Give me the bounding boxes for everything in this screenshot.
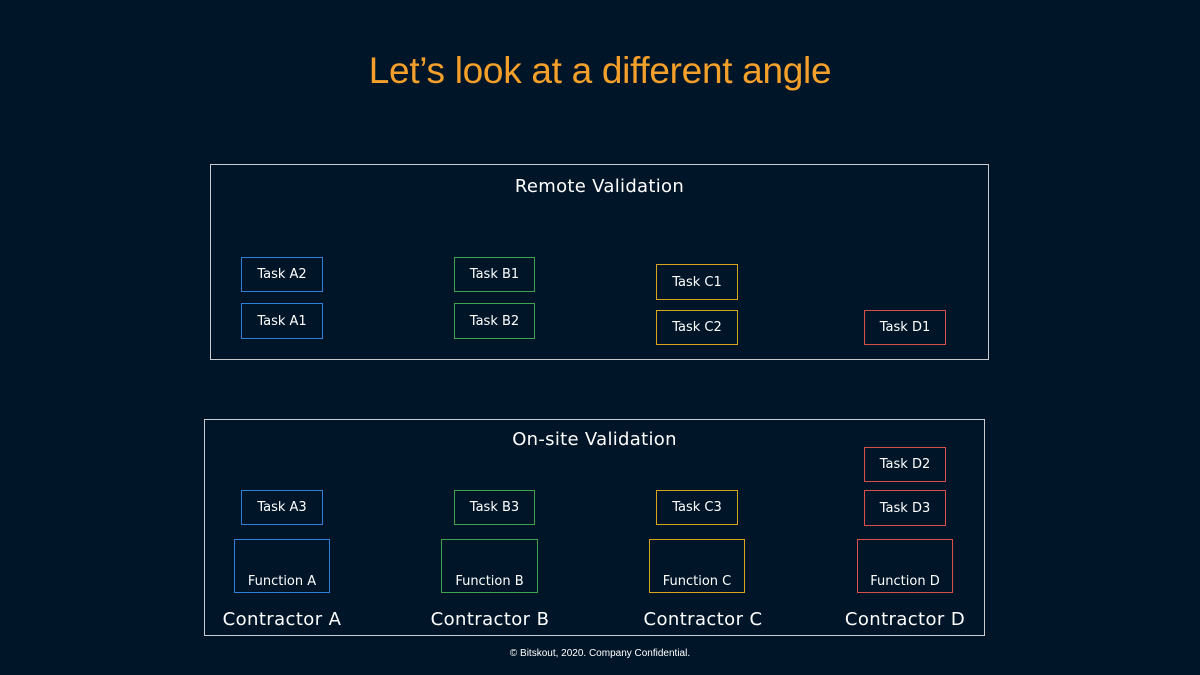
task-c1-box: Task C1 — [656, 264, 738, 300]
contractor-d-label: Contractor D — [844, 609, 966, 630]
function-b-box: Function B — [441, 539, 538, 593]
onsite-validation-title: On-site Validation — [512, 429, 677, 450]
task-b2-box: Task B2 — [454, 303, 535, 339]
function-a-box: Function A — [234, 539, 330, 593]
onsite-validation-panel: On-site Validation — [204, 419, 985, 636]
task-a1-box: Task A1 — [241, 303, 323, 339]
contractor-c-label: Contractor C — [643, 609, 763, 630]
contractor-b-label: Contractor B — [430, 609, 550, 630]
task-d1-box: Task D1 — [864, 310, 946, 345]
task-a3-box: Task A3 — [241, 490, 323, 525]
task-d3-box: Task D3 — [864, 490, 946, 526]
slide-title: Let’s look at a different angle — [368, 50, 832, 91]
remote-validation-panel: Remote Validation — [210, 164, 989, 360]
function-d-box: Function D — [857, 539, 953, 593]
footer-copyright: © Bitskout, 2020. Company Confidential. — [509, 648, 691, 659]
task-b3-box: Task B3 — [454, 490, 535, 525]
function-c-box: Function C — [649, 539, 745, 593]
task-b1-box: Task B1 — [454, 257, 535, 292]
task-c3-box: Task C3 — [656, 490, 738, 525]
remote-validation-title: Remote Validation — [514, 176, 685, 197]
contractor-a-label: Contractor A — [222, 609, 342, 630]
task-a2-box: Task A2 — [241, 257, 323, 292]
task-c2-box: Task C2 — [656, 310, 738, 345]
task-d2-box: Task D2 — [864, 447, 946, 482]
